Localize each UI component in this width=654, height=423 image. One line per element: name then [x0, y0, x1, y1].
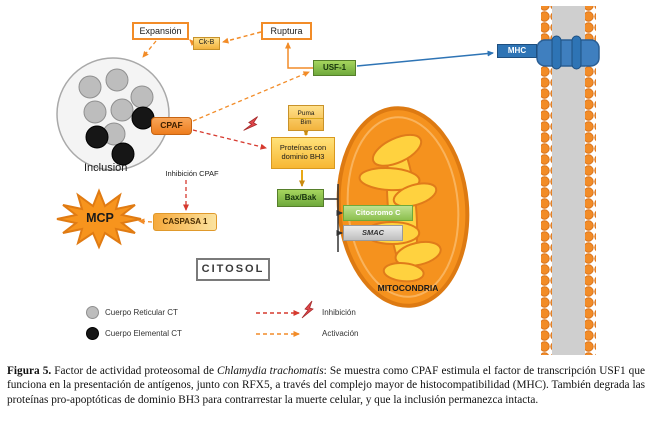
caspasa1-label: CASPASA 1	[162, 217, 208, 227]
elemental-body-legend-icon	[86, 327, 99, 340]
baxbak-node: Bax/Bak	[277, 189, 324, 207]
legend-elemental-label: Cuerpo Elemental CT	[105, 329, 182, 338]
ruptura-label: Ruptura	[270, 25, 303, 36]
smac-node: SMAC	[343, 225, 403, 241]
smac-label: SMAC	[361, 227, 385, 237]
ruptura-node: Ruptura	[261, 22, 312, 40]
cpaf-label: CPAF	[160, 120, 183, 131]
mitocondria-label: MITOCONDRIA	[377, 283, 439, 293]
lightning-icon	[243, 116, 258, 131]
citocromo-c-label: Citocromo C	[355, 207, 401, 217]
arrow-cpaf-to-bh3	[192, 129, 267, 150]
figure-caption: Figura 5. Factor de actividad proteosoma…	[0, 360, 654, 407]
ckb-node: Ck-B	[193, 37, 220, 50]
caspasa1-node: CASPASA 1	[153, 213, 217, 231]
arrow-ruptura-to-ckb	[222, 31, 262, 44]
puma-label: Puma	[289, 110, 323, 119]
caption-species: Chlamydia trachomatis	[217, 365, 324, 377]
bh3-label-line2: dominio BH3	[281, 152, 325, 161]
arrow-caspasa-to-mcp	[138, 218, 153, 225]
reticular-body-icon	[78, 68, 154, 146]
arrow-usf1-to-ruptura	[285, 42, 313, 69]
pathway-diagram: Expansión Ck-B Ruptura USF-1 MHC CPAF In…	[56, 6, 600, 355]
mhc-node: MHC	[497, 44, 537, 58]
caption-text-before: Factor de actividad proteosomal de	[51, 365, 218, 377]
arrow-usf1-to-mhc	[356, 50, 494, 67]
caption-figure-label: Figura 5.	[7, 365, 52, 377]
usf1-node: USF-1	[313, 60, 356, 76]
arrow-expansion-to-inclusion	[142, 40, 157, 58]
legend-activacion-label: Activación	[322, 329, 359, 338]
bim-label: Bim	[300, 118, 312, 126]
elemental-body-icon	[85, 106, 155, 166]
expansion-node: Expansión	[132, 22, 189, 40]
baxbak-label: Bax/Bak	[284, 193, 317, 203]
expansion-label: Expansión	[139, 25, 182, 36]
mcp-label: MCP	[86, 211, 114, 225]
legend-inhibicion-label: Inhibición	[322, 308, 356, 317]
puma-bim-node: Puma Bim	[288, 105, 324, 131]
lightning-icon	[301, 300, 314, 319]
mcp-starburst	[56, 188, 142, 250]
bh3-label-line1: Proteínas con	[279, 143, 327, 153]
baxbak-mitochondria-bracket	[324, 184, 343, 252]
reticular-body-legend-icon	[86, 306, 99, 319]
citosol-label: CITOSOL	[196, 258, 270, 281]
bh3-node: Proteínas con dominio BH3	[271, 137, 335, 169]
diagram-artwork	[56, 6, 600, 355]
arrow-ckb-to-expansion	[189, 39, 197, 47]
mhc-label: MHC	[507, 46, 527, 56]
inhibicion-cpaf-label: Inhibición CPAF	[165, 169, 219, 178]
legend-reticular-label: Cuerpo Reticular CT	[105, 308, 178, 317]
caption-text-after: : Se muestra como CPAF estimula el facto…	[7, 365, 645, 406]
citocromo-c-node: Citocromo C	[343, 205, 413, 221]
inclusion-circle	[56, 57, 170, 171]
inclusion-label: Inclusión	[84, 162, 128, 174]
citosol-text: CITOSOL	[201, 263, 265, 276]
usf1-label: USF-1	[322, 63, 347, 73]
ckb-label: Ck-B	[198, 39, 215, 47]
mhc-channel-icon	[536, 35, 600, 70]
cpaf-node: CPAF	[151, 117, 192, 135]
